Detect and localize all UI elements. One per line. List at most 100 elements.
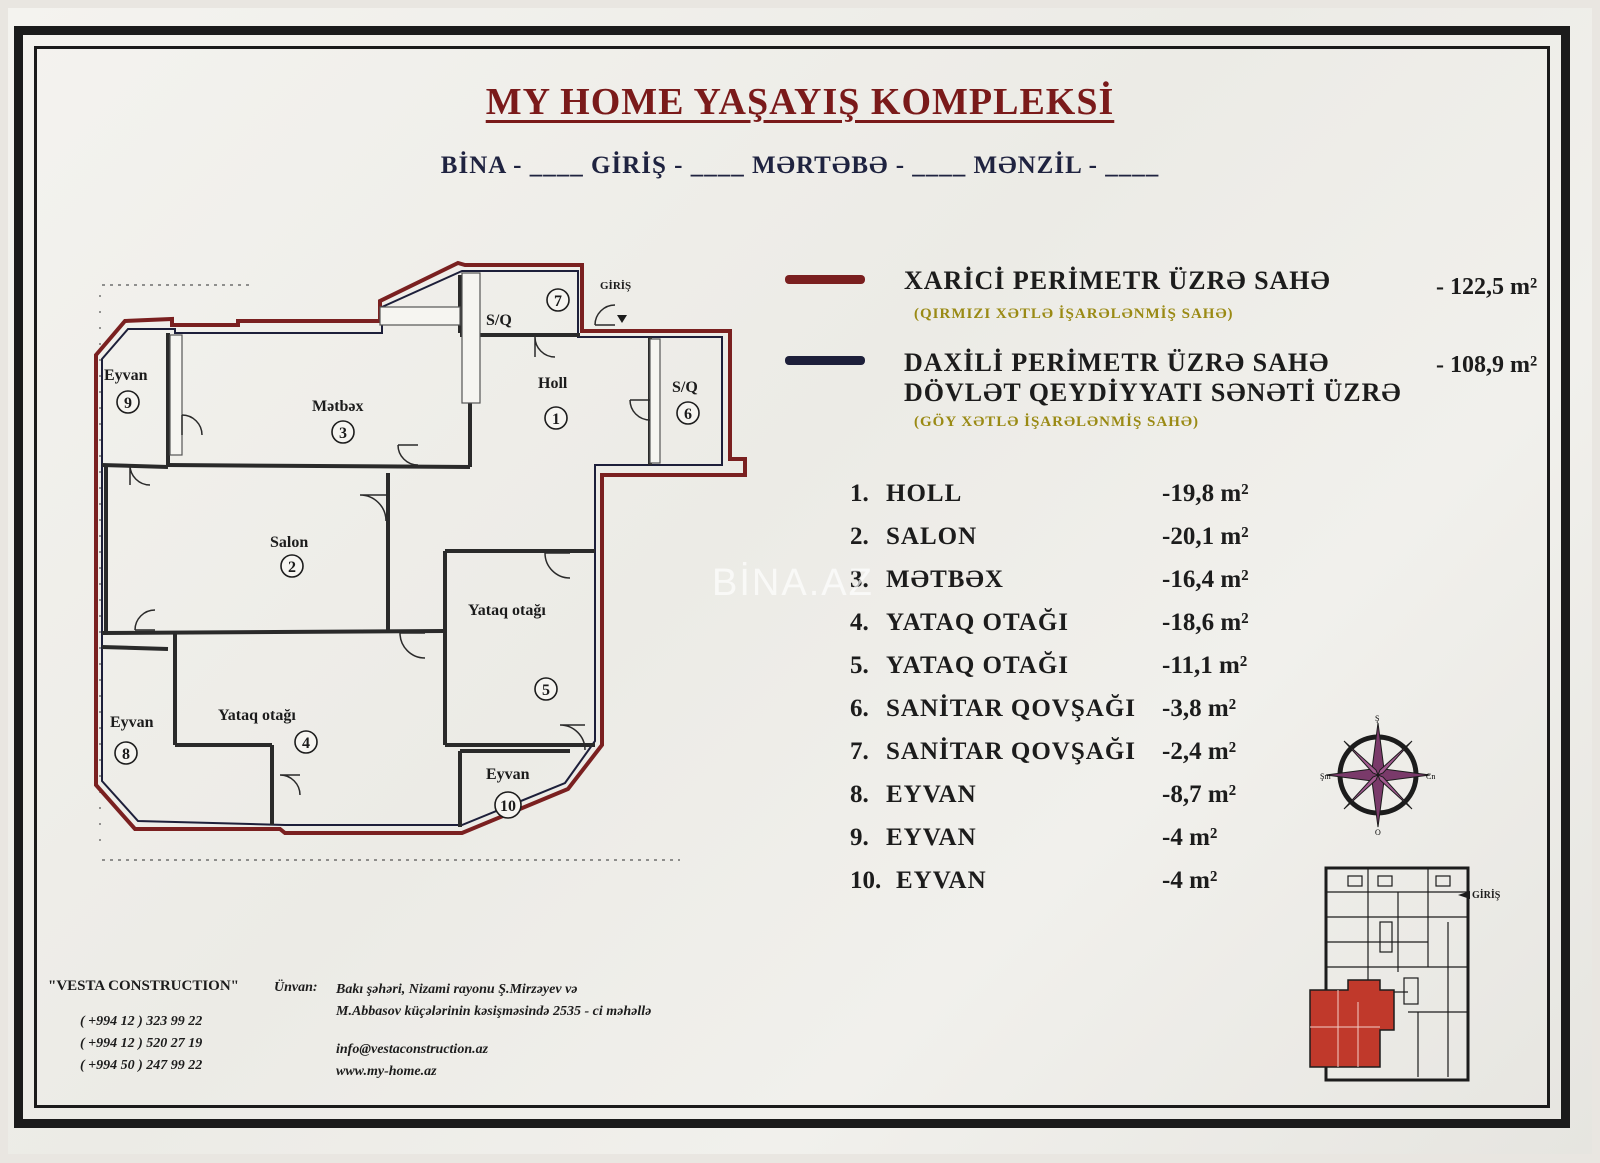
label-eyvan-9: Eyvan — [104, 367, 148, 384]
compass-east: Cn — [1426, 772, 1435, 781]
floor-plan: 9 3 1 6 7 2 5 4 8 10 Eyvan Mətbəx Holl S… — [94, 260, 747, 861]
compass-west: Şm — [1320, 772, 1331, 781]
room-row: 5. YATAQ OTAĞI -11,1 m² — [850, 652, 1270, 692]
room-area: -16,4 m² — [1162, 566, 1249, 593]
room-number: 3. — [850, 566, 869, 593]
compass-north: Ş — [1375, 715, 1379, 723]
room-number-circles — [114, 288, 700, 819]
room-num-10: 10 — [500, 798, 516, 815]
room-name: SANİTAR QOVŞAĞI — [886, 738, 1136, 765]
room-number: 9. — [850, 824, 869, 851]
inner-perimeter-value: - 108,9 m² — [1436, 352, 1538, 378]
inner-perimeter-title-1: DAXİLİ PERİMETR ÜZRƏ SAHƏ — [904, 348, 1330, 377]
dimension-ticks — [99, 284, 680, 861]
room-number: 4. — [850, 609, 869, 636]
watermark: BİNA.AZ — [712, 562, 874, 604]
label-eyvan-10: Eyvan — [486, 766, 530, 783]
minimap-entrance-arrow-icon — [1458, 891, 1470, 899]
room-area: -20,1 m² — [1162, 523, 1249, 550]
label-yataq-4: Yataq otağı — [218, 707, 296, 724]
window-strips — [169, 272, 661, 464]
outer-frame — [14, 26, 1570, 1128]
outer-perimeter-value: - 122,5 m² — [1436, 274, 1538, 300]
footer-email: info@vestaconstruction.az — [336, 1042, 489, 1057]
room-area: -8,7 m² — [1162, 781, 1237, 808]
minimap-entrance-label: GİRİŞ — [1472, 889, 1501, 901]
room-row: 8. EYVAN -8,7 m² — [850, 781, 1270, 821]
label-metbex: Mətbəx — [312, 398, 364, 415]
footer-address-line2: M.Abbasov küçələrinin kəsişməsində 2535 … — [336, 1004, 652, 1019]
inner-perimeter-title-2: DÖVLƏT QEYDİYYATI SƏNƏTİ ÜZRƏ — [904, 378, 1402, 407]
room-name: HOLL — [886, 480, 963, 507]
room-number: 1. — [850, 480, 869, 507]
room-area: -18,6 m² — [1162, 609, 1249, 636]
label-sq-7: S/Q — [486, 312, 512, 329]
inner-perimeter-note: (GÖY XƏTLƏ İŞARƏLƏNMİŞ SAHƏ) — [914, 414, 1199, 430]
label-giris: GİRİŞ — [600, 280, 631, 292]
room-area: -4 m² — [1162, 824, 1218, 851]
footer-company: "VESTA CONSTRUCTION" — [48, 978, 240, 994]
room-num-4: 4 — [302, 735, 310, 752]
room-area: -2,4 m² — [1162, 738, 1237, 765]
footer-phone-3: ( +994 50 ) 247 99 22 — [80, 1058, 203, 1073]
room-area: -19,8 m² — [1162, 480, 1249, 507]
outer-perimeter-swatch — [785, 275, 865, 284]
room-row: 1. HOLL -19,8 m² — [850, 480, 1270, 520]
footer-phone-1: ( +994 12 ) 323 99 22 — [80, 1014, 203, 1029]
room-name: YATAQ OTAĞI — [886, 652, 1070, 679]
label-sq-6: S/Q — [672, 379, 698, 396]
room-number: 8. — [850, 781, 869, 808]
room-number: 6. — [850, 695, 869, 722]
document-title: MY HOME YAŞAYIŞ KOMPLEKSİ — [485, 81, 1115, 123]
compass-rose-icon: Şm Cn Ş Q — [1320, 715, 1435, 835]
room-row: 6. SANİTAR QOVŞAĞI -3,8 m² — [850, 695, 1270, 735]
document-subtitle: BİNA - ____ GİRİŞ - ____ MƏRTƏBƏ - ____ … — [440, 152, 1160, 179]
room-num-8: 8 — [122, 746, 130, 763]
room-name: MƏTBƏX — [886, 566, 1004, 593]
room-num-2: 2 — [288, 559, 296, 576]
room-num-5: 5 — [542, 682, 550, 699]
inner-perimeter-swatch — [785, 356, 865, 365]
footer-address-line1: Bakı şəhəri, Nizami rayonu Ş.Mirzəyev və — [336, 982, 578, 997]
room-row: 2.SALON-20,1 m² — [850, 523, 1270, 563]
room-row: 10. EYVAN -4 m² — [850, 867, 1270, 907]
outer-perimeter-title: XARİCİ PERİMETR ÜZRƏ SAHƏ — [904, 266, 1331, 295]
room-num-3: 3 — [339, 425, 347, 442]
compass-south: Q — [1375, 828, 1381, 835]
room-name: YATAQ OTAĞI — [886, 609, 1070, 636]
label-yataq-5: Yataq otağı — [468, 602, 546, 619]
room-row: 3. MƏTBƏX -16,4 m² — [850, 566, 1270, 606]
room-name: SANİTAR QOVŞAĞI — [886, 695, 1136, 722]
footer-phone-2: ( +994 12 ) 520 27 19 — [80, 1036, 203, 1051]
building-minimap: GİRİŞ — [1309, 866, 1501, 1082]
interior-walls — [101, 275, 652, 827]
room-name: EYVAN — [896, 867, 987, 894]
footer-address-label: Ünvan: — [274, 980, 318, 995]
room-area: -4 m² — [1162, 867, 1218, 894]
room-num-1: 1 — [552, 411, 560, 428]
label-salon: Salon — [270, 534, 308, 551]
room-num-7: 7 — [554, 293, 562, 310]
entrance-arrow-icon — [617, 315, 627, 323]
inner-perimeter — [101, 270, 723, 826]
room-row: 4. YATAQ OTAĞI -18,6 m² — [850, 609, 1270, 649]
room-row: 7. SANİTAR QOVŞAĞI -2,4 m² — [850, 738, 1270, 778]
room-name: EYVAN — [886, 781, 977, 808]
outer-perimeter — [94, 260, 747, 835]
room-number: 5. — [850, 652, 869, 679]
room-number: 10. — [850, 867, 882, 894]
room-area: -3,8 m² — [1162, 695, 1237, 722]
room-number: 7. — [850, 738, 869, 765]
room-name: SALON — [886, 523, 978, 550]
label-eyvan-8: Eyvan — [110, 714, 154, 731]
document-sheet — [8, 8, 1592, 1154]
room-area: -11,1 m² — [1162, 652, 1248, 679]
room-num-9: 9 — [124, 395, 132, 412]
room-row: 9. EYVAN -4 m² — [850, 824, 1270, 864]
door-arcs — [129, 304, 651, 796]
room-name: EYVAN — [886, 824, 977, 851]
footer-website: www.my-home.az — [336, 1064, 437, 1079]
outer-perimeter-note: (QIRMIZI XƏTLƏ İŞARƏLƏNMİŞ SAHƏ) — [914, 306, 1234, 322]
label-holl: Holl — [538, 375, 568, 392]
highlighted-apartment — [1309, 979, 1395, 1068]
